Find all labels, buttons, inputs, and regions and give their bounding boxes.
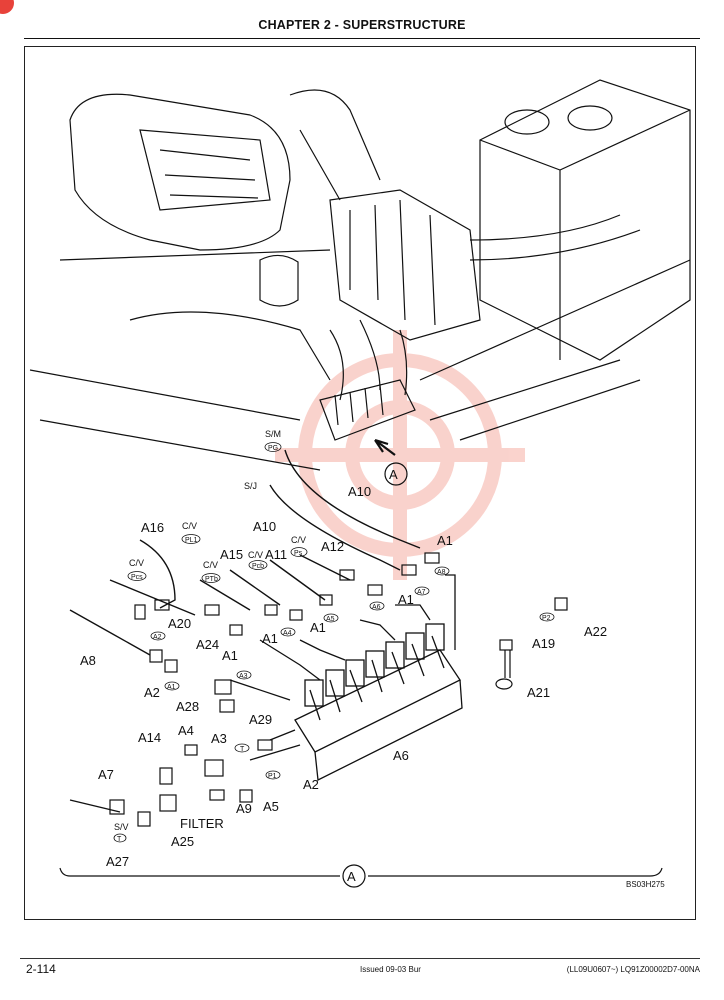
fittings	[109, 552, 568, 827]
callout-a3: A3	[211, 731, 227, 746]
port-labels	[150, 566, 555, 780]
callout-a12: A12	[321, 539, 344, 554]
label-pg: PG	[268, 445, 278, 452]
label-ptb: PTb	[205, 576, 218, 583]
label-sj: S/J	[244, 481, 257, 491]
label-sm: S/M	[265, 429, 281, 439]
callout-a1-left: A1	[222, 648, 238, 663]
label-sv-t: T	[117, 836, 122, 843]
callout-filter: FILTER	[180, 816, 224, 831]
callout-a7: A7	[98, 767, 114, 782]
callout-a4: A4	[178, 723, 194, 738]
label-cv-ps: C/V	[291, 535, 306, 545]
label-cv-pcb: C/V	[248, 550, 263, 560]
page-number: 2-114	[26, 962, 56, 976]
view-a-bracket	[59, 462, 663, 888]
port-label-text: A8 A7 A6 A5 A4 A3 A2 A1 T P1 P2	[153, 569, 551, 780]
port-a5: A5	[326, 616, 335, 623]
callout-a1-mid: A1	[398, 592, 414, 607]
label-cv-pcs: C/V	[129, 558, 144, 568]
port-a1: A1	[167, 684, 176, 691]
pilot-hoses	[69, 449, 421, 813]
callout-a20: A20	[168, 616, 191, 631]
footer-rule	[20, 958, 700, 959]
callout-a1-top: A1	[437, 533, 453, 548]
callout-a8: A8	[80, 653, 96, 668]
callout-a2-left: A2	[144, 685, 160, 700]
watermark-logo	[275, 330, 525, 580]
callout-a10-lower: A10	[253, 519, 276, 534]
port-a2: A2	[153, 634, 162, 641]
figure-frame	[24, 46, 696, 920]
callout-a28: A28	[176, 699, 199, 714]
callout-a5: A5	[263, 799, 279, 814]
port-p1: P1	[268, 773, 277, 780]
callout-a25: A25	[171, 834, 194, 849]
port-t: T	[240, 746, 245, 753]
callout-labels: A A A1 A1 A1 A1 A1 A2 A2 A3 A4 A5 A6 A7 …	[80, 467, 607, 884]
port-a7: A7	[417, 589, 426, 596]
label-cv-pl1: C/V	[182, 521, 197, 531]
port-a3: A3	[239, 673, 248, 680]
callout-a19: A19	[532, 636, 555, 651]
callout-a27: A27	[106, 854, 129, 869]
callout-a6: A6	[393, 748, 409, 763]
solenoid-manifold-a6	[229, 574, 463, 782]
callout-a16: A16	[141, 520, 164, 535]
header-rule	[24, 38, 700, 39]
label-pl1: PL1	[185, 537, 198, 544]
callout-a1-right: A1	[310, 620, 326, 635]
chapter-title: CHAPTER 2 - SUPERSTRUCTURE	[258, 18, 466, 32]
callout-a10-upper: A10	[348, 484, 371, 499]
callout-a11: A11	[265, 547, 287, 562]
callout-a22: A22	[584, 624, 607, 639]
port-a8: A8	[437, 569, 446, 576]
callout-a21: A21	[527, 685, 550, 700]
port-a6: A6	[372, 604, 381, 611]
document-code: (LL09U0607~) LQ91Z00002D7-00NA	[566, 965, 700, 974]
callout-a24: A24	[196, 637, 219, 652]
circuit-labels: S/M PG S/J C/V PL1 C/V Pcs C/V PTb C/V P…	[113, 429, 308, 843]
label-pcs: Pcs	[131, 574, 143, 581]
label-ps: Ps	[294, 550, 303, 557]
view-marker-bottom: A	[347, 869, 356, 884]
page-corner-badge	[0, 0, 14, 14]
issued-date: Issued 09-03 Bur	[360, 965, 421, 974]
machine-upper-structure	[29, 79, 691, 471]
callout-a29: A29	[249, 712, 272, 727]
label-cv-ptb: C/V	[203, 560, 218, 570]
figure-code: BS03H275	[626, 880, 665, 889]
callout-a14: A14	[138, 730, 161, 745]
port-a4: A4	[283, 630, 292, 637]
callout-a15: A15	[220, 547, 243, 562]
label-pcb: Pcb	[252, 563, 264, 570]
port-p2: P2	[542, 615, 551, 622]
callout-a2-bottom: A2	[303, 777, 319, 792]
label-sv: S/V	[114, 822, 129, 832]
view-marker-top: A	[389, 467, 398, 482]
callout-a1-center: A1	[262, 631, 278, 646]
callout-a9: A9	[236, 801, 252, 816]
